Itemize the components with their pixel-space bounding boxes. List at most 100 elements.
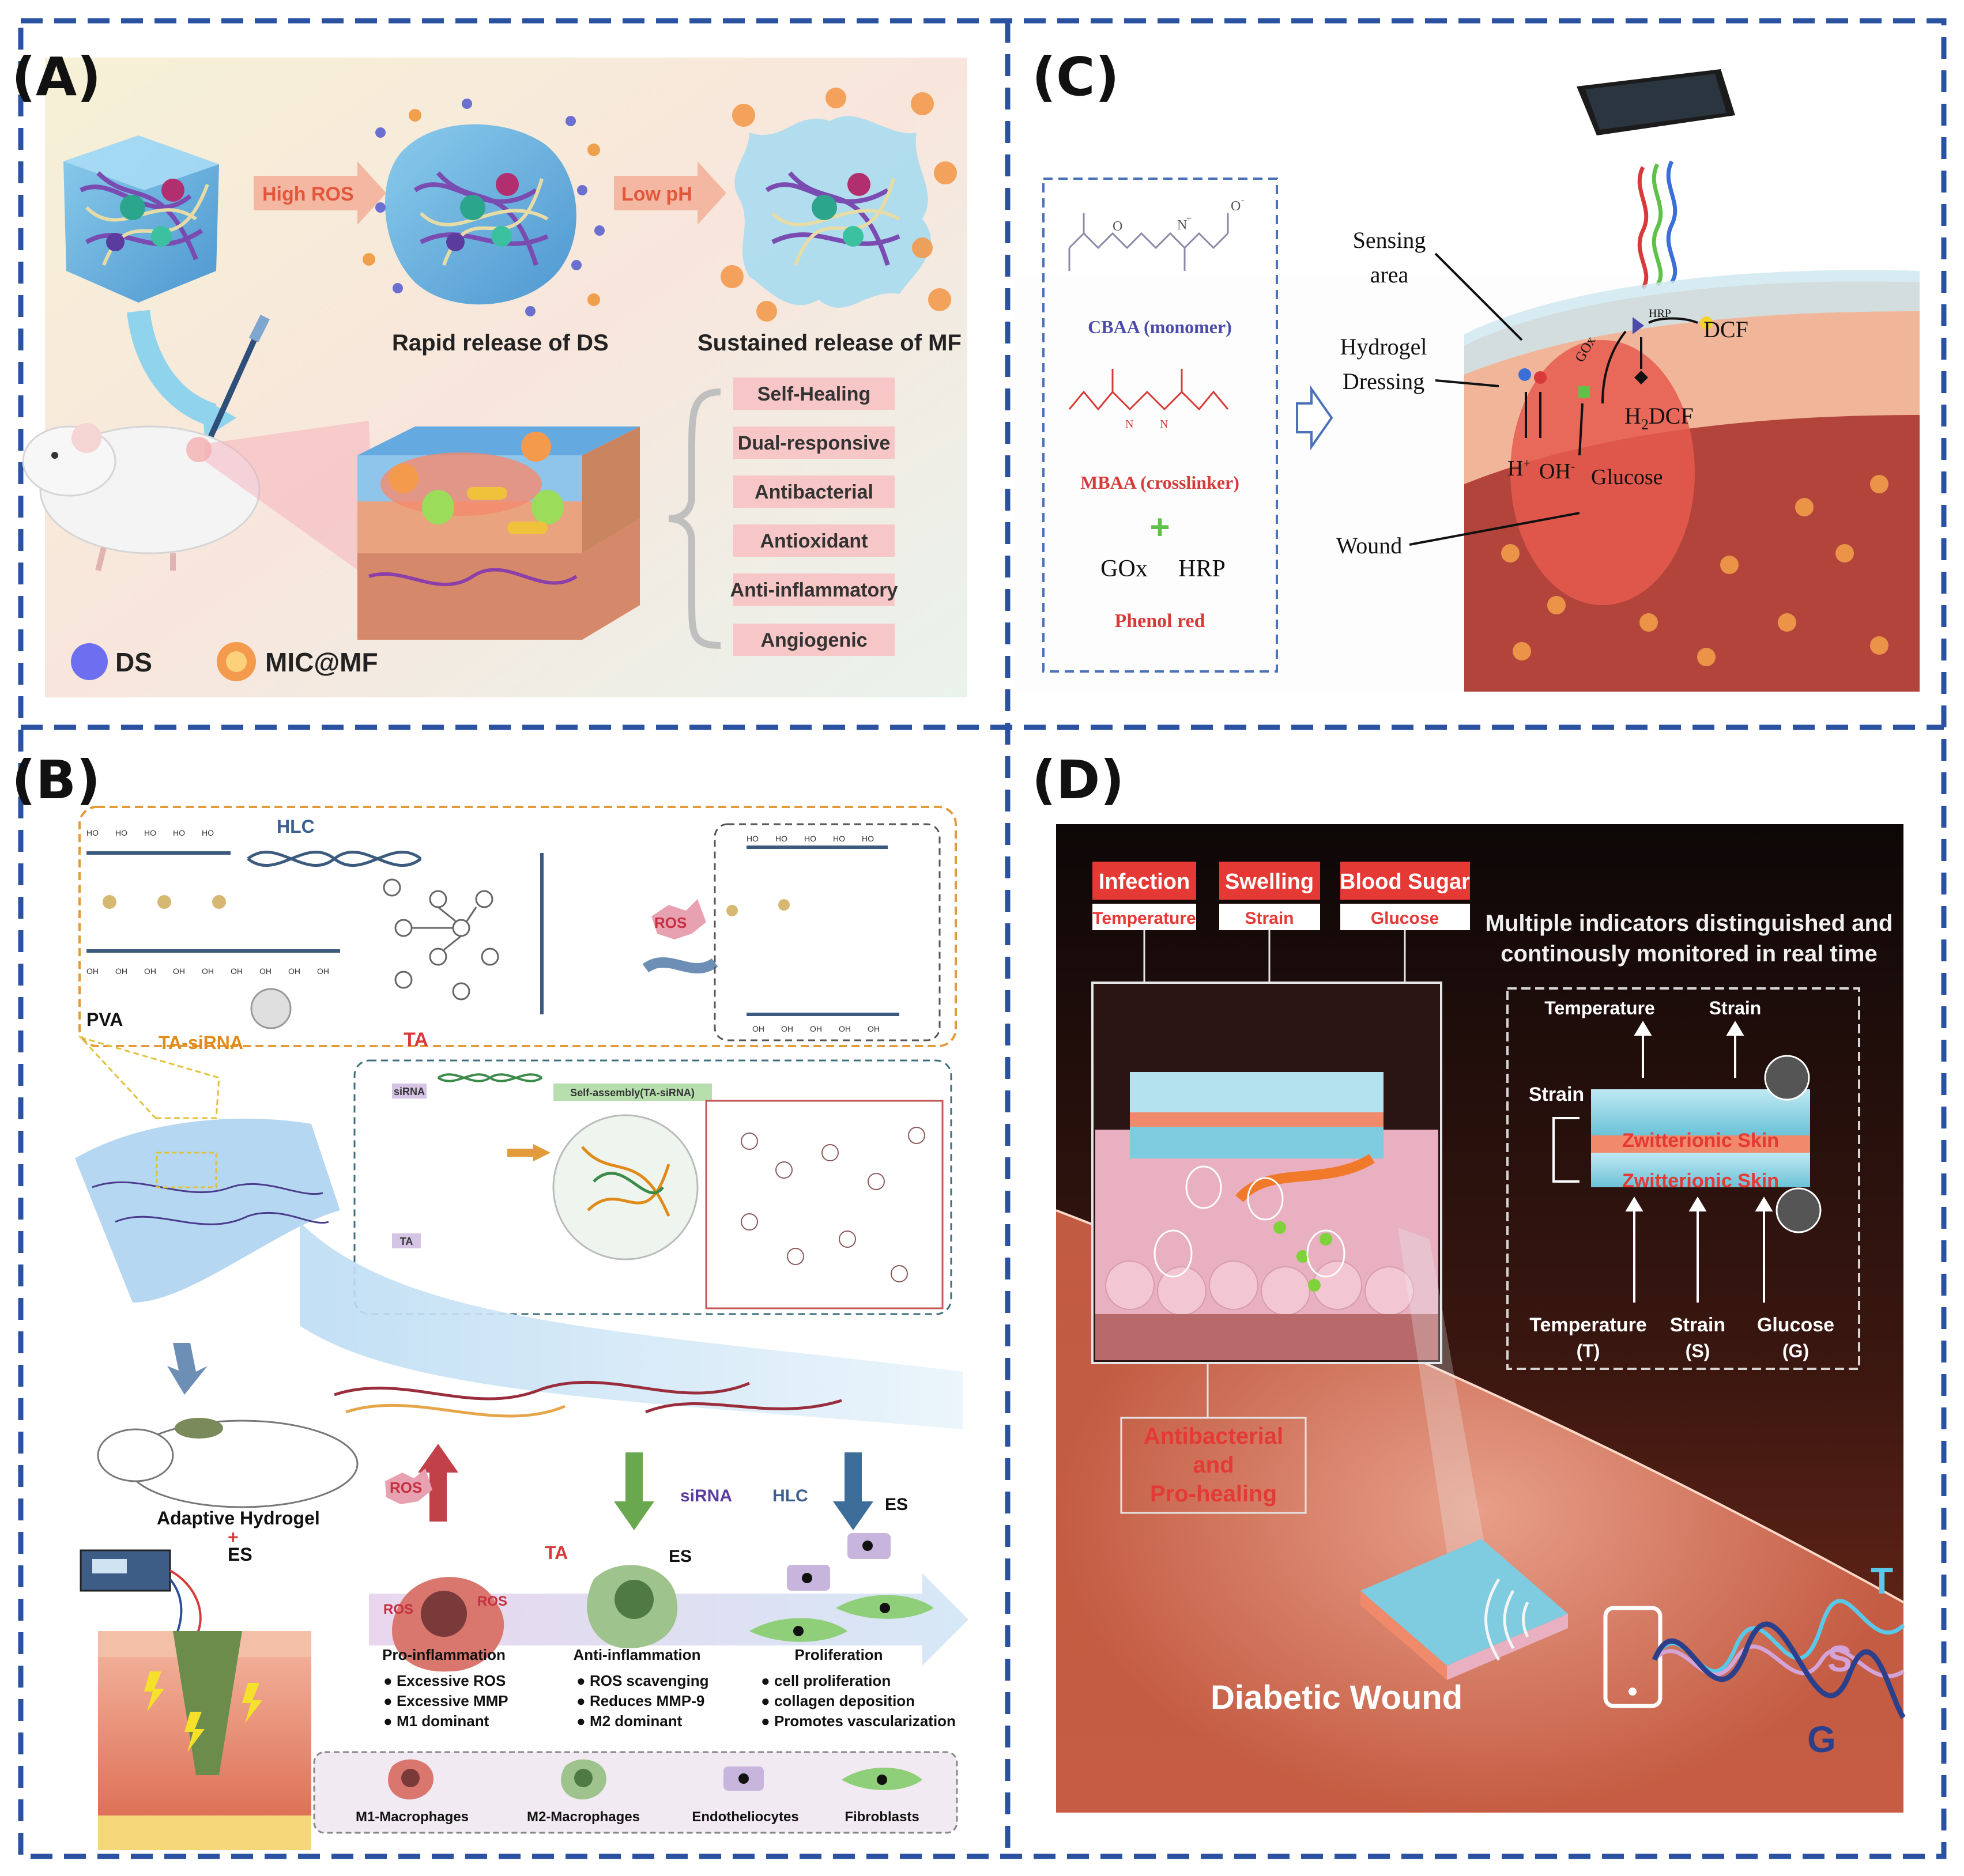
property-box-1 — [733, 426, 895, 459]
ros-label-4: ROS — [477, 1594, 507, 1609]
sensor-inset — [1506, 987, 1860, 1370]
hydrogel-sheet — [75, 1118, 340, 1303]
sirna-tag — [392, 1084, 427, 1099]
degraded-texts: HO HO HO HO HO OH OH OH OH OH — [747, 834, 880, 1033]
headline-line-1: Multiple indicators distinguished and — [1486, 911, 1893, 936]
signal-t: T — [1871, 1560, 1893, 1602]
property-box-5 — [733, 624, 895, 656]
high-ros-arrow: High ROS — [254, 161, 386, 225]
signal-s: S — [1827, 1638, 1852, 1679]
glucose-sub: Glucose — [1371, 909, 1439, 928]
sustained-release-shape — [721, 88, 957, 322]
cbaa-label: CBAA (monomer) — [1088, 316, 1232, 337]
property-box-3 — [733, 524, 895, 557]
crosslink-nodes — [103, 895, 790, 916]
top-temperature-label: Temperature — [1544, 998, 1654, 1018]
ta-sirna-label: TA-siRNA — [159, 1032, 243, 1053]
sensor-arrows — [1625, 1021, 1773, 1303]
oh-6: OH — [231, 967, 243, 976]
pro-healing-label: Pro-healing — [1150, 1481, 1277, 1507]
ho-5: HO — [202, 828, 214, 837]
sirna-tag-label: siRNA — [394, 1086, 425, 1097]
es-label-3: ES — [669, 1547, 692, 1566]
zwitterionic-skin-bottom: Zwitterionic Skin — [1622, 1170, 1779, 1192]
oh-2: OH — [115, 967, 127, 976]
adaptive-hydrogel-label: Adaptive Hydrogel — [157, 1508, 320, 1528]
flow-fibers — [334, 1380, 842, 1418]
pva-label: PVA — [86, 1009, 123, 1030]
deg-oh-2: OH — [781, 1024, 793, 1033]
legend-m1: M1-Macrophages — [356, 1809, 469, 1825]
legend-fibroblasts: Fibroblasts — [845, 1809, 919, 1825]
glucose-label: Glucose — [1591, 465, 1663, 489]
property-box-2 — [733, 475, 895, 508]
property-angiogenic: Angiogenic — [760, 629, 867, 651]
bottom-temperature-abbr: (T) — [1577, 1341, 1600, 1361]
outer-border — [18, 18, 1947, 1859]
ros-label-2: ROS — [390, 1479, 422, 1496]
stage-0-item-1: ● Excessive MMP — [383, 1692, 508, 1709]
down-arrow — [167, 1343, 208, 1395]
mbaa-structure — [1068, 369, 1229, 411]
cbaa-o-sup: - — [1241, 195, 1244, 205]
hlc-helix — [247, 850, 422, 867]
pva-texts: HO HO HO HO HO OH OH OH OH OH OH OH OH O… — [86, 828, 329, 976]
hydrogel-cube — [63, 135, 219, 303]
deg-ho-2: HO — [775, 834, 787, 843]
mbaa-label: MBAA (crosslinker) — [1080, 472, 1239, 493]
structure-inset — [705, 1100, 944, 1309]
hrp-label: HRP — [1178, 556, 1226, 582]
blood-sugar-label: Blood Sugar — [1340, 870, 1470, 894]
pva-chains — [86, 845, 899, 1016]
zoom-connector — [78, 1036, 220, 1119]
antibacterial-label: Antibacterial — [1144, 1424, 1283, 1449]
cbaa-o: O — [1113, 219, 1122, 234]
cbaa-o-minus: O — [1231, 199, 1241, 214]
phone-icon — [1577, 69, 1735, 135]
temperature-sub: Temperature — [1092, 909, 1196, 928]
headline-line-2: continously monitored in real time — [1501, 941, 1877, 967]
panel-a: (A) High ROS — [12, 46, 967, 697]
ho-4: HO — [173, 828, 185, 837]
stage-0-item-2: ● M1 dominant — [383, 1712, 489, 1730]
ros-label-3: ROS — [383, 1602, 413, 1617]
zwitterionic-skin-top: Zwitterionic Skin — [1622, 1130, 1779, 1152]
panel-c-label: (C) — [1032, 46, 1119, 108]
mbaa-n2: N — [1160, 418, 1168, 431]
ta-tag — [392, 1233, 421, 1248]
oh-7: OH — [259, 967, 272, 976]
phenol-red-label: Phenol red — [1114, 610, 1205, 632]
panel-d: (D) Infection Temperature Swelling Strai… — [1032, 749, 1906, 1813]
hlc-label: HLC — [277, 816, 315, 837]
skin-cross-section — [98, 1631, 311, 1850]
wound-label: Wound — [1336, 533, 1403, 558]
stage-1-item-2: ● M2 dominant — [576, 1712, 683, 1730]
degraded-box — [714, 823, 941, 1041]
antibacterial-box — [1120, 1417, 1307, 1514]
ta-tag-label: TA — [400, 1236, 413, 1247]
m1-macrophage: ROS ROS — [383, 1577, 507, 1672]
stage-2-item-1: ● collagen deposition — [761, 1692, 915, 1709]
rapid-release-caption: Rapid release of DS — [392, 330, 609, 356]
ros-label: ROS — [654, 914, 687, 931]
low-ph-arrow: Low pH — [614, 161, 726, 225]
infection-label: Infection — [1099, 870, 1190, 894]
mouse-b — [97, 1418, 359, 1508]
ta-sirna-particle — [250, 988, 292, 1029]
plus-icon: + — [1149, 508, 1170, 546]
stage-2-title: Proliferation — [794, 1646, 883, 1663]
panel-b-label: (B) — [12, 749, 100, 811]
hollow-arrow — [1296, 385, 1333, 451]
es-device — [80, 1549, 202, 1643]
property-box-0 — [733, 378, 895, 410]
rapid-release-sphere — [363, 99, 605, 316]
mbaa-n1: N — [1125, 418, 1133, 431]
chemistry-box — [1042, 178, 1278, 673]
panel-a-label: (A) — [12, 46, 101, 108]
deg-oh-5: OH — [868, 1024, 880, 1033]
panel-borders — [18, 18, 1947, 1859]
h2dcf-label: H2DCF — [1624, 403, 1694, 433]
wireless-icon — [1484, 1578, 1529, 1661]
